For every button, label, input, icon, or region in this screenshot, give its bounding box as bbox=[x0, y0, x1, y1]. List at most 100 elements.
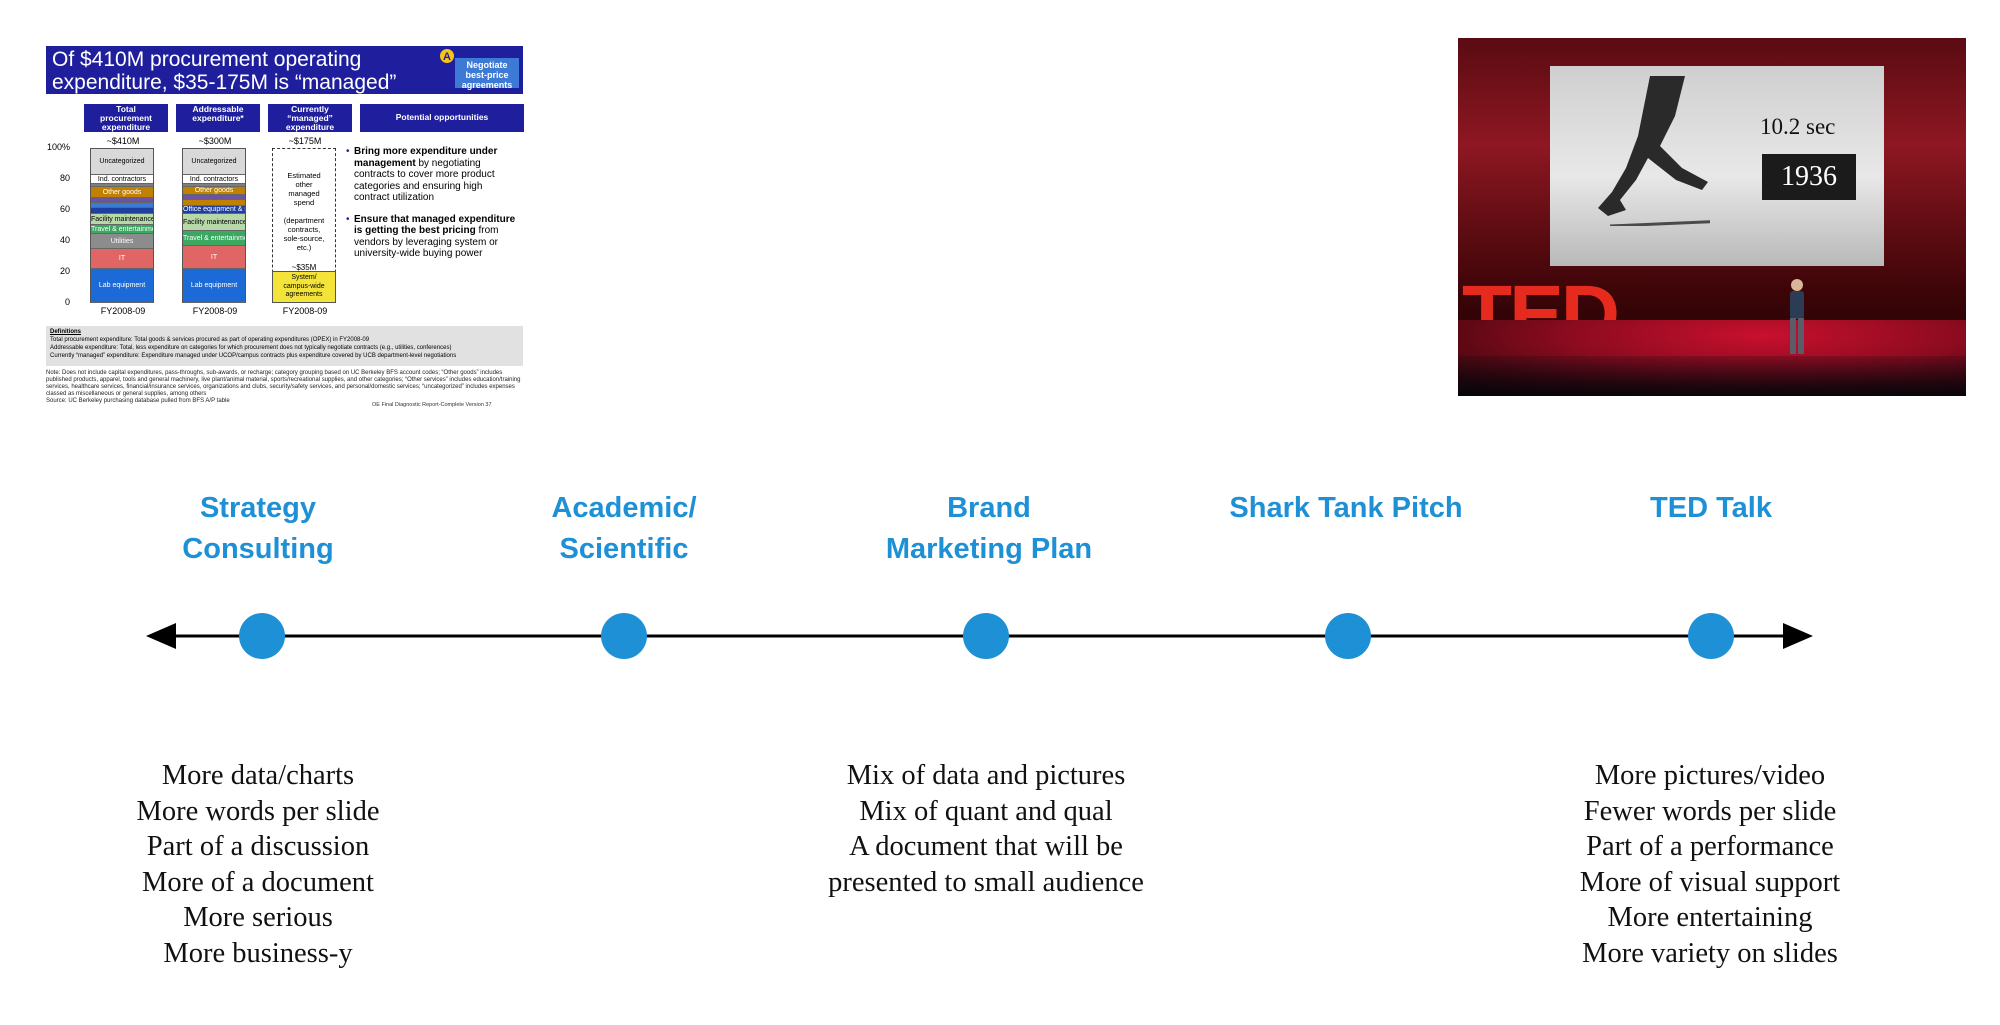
description-line: A document that will be bbox=[849, 831, 1123, 862]
description-line: Fewer words per slide bbox=[1583, 795, 1837, 827]
bar-segment: Ind. contractors bbox=[91, 175, 153, 184]
column-header-managed: Currently “managed” expenditure bbox=[268, 104, 352, 132]
timeline-dot bbox=[601, 613, 647, 659]
description-line: More variety on slides bbox=[1582, 937, 1838, 969]
y-tick: 80 bbox=[59, 173, 70, 183]
bar-segment: IT bbox=[183, 246, 245, 269]
description-line: Mix of quant and qual bbox=[859, 795, 1113, 827]
bar-segment bbox=[91, 208, 153, 214]
stacked-bar-managed: Estimated other managed spend (departmen… bbox=[272, 148, 336, 303]
screen-year-text: 1936 bbox=[1762, 154, 1856, 200]
bar-segment: Facility maintenance bbox=[91, 214, 153, 225]
badge-letter: A bbox=[439, 48, 455, 64]
category-shark-tank-pitch: Shark Tank Pitch bbox=[1229, 492, 1463, 524]
estimated-spend-label: Estimated other managed spend (departmen… bbox=[283, 171, 325, 252]
system-agreements-segment: System/ campus-wide agreements bbox=[272, 271, 336, 303]
description-line: Mix of data and pictures bbox=[846, 760, 1126, 791]
badge-text: Negotiate best-price agreements bbox=[455, 58, 519, 90]
definition-item: Addressable expenditure: Total, less exp… bbox=[50, 345, 452, 351]
description-line: More entertaining bbox=[1607, 902, 1813, 933]
bar-segment bbox=[91, 198, 153, 203]
slide-note: Note: Does not include capital expenditu… bbox=[46, 370, 523, 405]
speaker-figure bbox=[1790, 279, 1804, 354]
description-line: presented to small audience bbox=[828, 866, 1144, 898]
column-header-opportunities: Potential opportunities bbox=[360, 104, 524, 132]
column-header-addressable: Addressable expenditure* bbox=[176, 104, 260, 132]
description-right: More pictures/video Fewer words per slid… bbox=[1490, 758, 1930, 971]
description-line: More pictures/video bbox=[1594, 760, 1826, 791]
bar-segment bbox=[91, 184, 153, 187]
bar-segment: Uncategorized bbox=[91, 149, 153, 175]
bar-segment: Lab equipment bbox=[183, 269, 245, 303]
timeline-dot bbox=[1688, 613, 1734, 659]
x-label-1: FY2008-09 bbox=[100, 306, 146, 316]
opportunities-list: Bring more expenditure under management … bbox=[346, 146, 518, 270]
y-tick: 20 bbox=[59, 266, 70, 276]
bar-segment: Office equipment & supplies bbox=[183, 206, 245, 214]
description-line: Part of a discussion bbox=[146, 831, 370, 862]
category-brand-marketing-plan: Brand Marketing Plan bbox=[885, 492, 1093, 565]
sub-total-label: ~$35M bbox=[291, 263, 317, 272]
bar-segment: Travel & entertainment bbox=[183, 231, 245, 246]
bar-segment: IT bbox=[91, 249, 153, 269]
left-arrowhead bbox=[146, 623, 176, 649]
timeline-dot bbox=[963, 613, 1009, 659]
timeline-dot bbox=[1325, 613, 1371, 659]
total-label-2: ~$300M bbox=[198, 136, 232, 146]
description-left: More data/charts More words per slide Pa… bbox=[38, 758, 478, 971]
description-line: More words per slide bbox=[136, 795, 380, 827]
timeline-dot bbox=[239, 613, 285, 659]
description-line: More serious bbox=[183, 902, 333, 933]
right-arrowhead bbox=[1783, 623, 1813, 649]
bar-segment: Facility maintenance bbox=[183, 214, 245, 231]
category-academic-scientific: Academic/ Scientific bbox=[551, 492, 697, 565]
note-text: Note: Does not include capital expenditu… bbox=[46, 370, 521, 397]
category-ted-talk: TED Talk bbox=[1650, 492, 1772, 524]
slide-title: Of $410M procurement operating expenditu… bbox=[52, 48, 397, 94]
total-label-3: ~$175M bbox=[288, 136, 322, 146]
bar-segment bbox=[183, 200, 245, 206]
definition-item: Total procurement expenditure: Total goo… bbox=[50, 337, 370, 343]
slide-title-bar: Of $410M procurement operating expenditu… bbox=[46, 46, 523, 94]
definition-item: Currently “managed” expenditure: Expendi… bbox=[50, 353, 457, 359]
runner-legs-image bbox=[1598, 76, 1710, 226]
bar-segment: Travel & entertainment bbox=[91, 225, 153, 234]
category-strategy-consulting: Strategy Consulting bbox=[182, 492, 334, 565]
page-reference: OE Final Diagnostic Report-Complete Vers… bbox=[372, 402, 492, 408]
y-tick: 40 bbox=[59, 235, 70, 245]
description-line: More of a document bbox=[142, 866, 374, 898]
column-header-total: Total procurement expenditure bbox=[84, 104, 168, 132]
source-text: Source: UC Berkeley purchasing database … bbox=[46, 398, 230, 404]
bar-segment bbox=[91, 203, 153, 208]
definitions-box: Definitions Total procurement expenditur… bbox=[46, 326, 523, 366]
y-tick: 0 bbox=[64, 297, 70, 307]
y-tick: 60 bbox=[59, 204, 70, 214]
bar-segment bbox=[183, 195, 245, 200]
description-line: More business-y bbox=[163, 937, 353, 969]
slide-badge: A Negotiate best-price agreements bbox=[439, 48, 521, 90]
bar-segment: Ind. contractors bbox=[183, 175, 245, 184]
y-tick: 100% bbox=[46, 142, 70, 152]
bar-segment: Utilities bbox=[91, 234, 153, 249]
x-label-3: FY2008-09 bbox=[282, 306, 328, 316]
consulting-slide-thumbnail: Of $410M procurement operating expenditu… bbox=[42, 44, 528, 416]
opportunity-item: Ensure that managed expenditure is getti… bbox=[346, 214, 518, 260]
projection-screen: 10.2 sec 1936 bbox=[1550, 66, 1884, 266]
audience-silhouettes bbox=[1458, 356, 1966, 396]
description-middle: Mix of data and pictures Mix of quant an… bbox=[766, 758, 1206, 900]
total-label-1: ~$410M bbox=[106, 136, 140, 146]
bar-segment: Other goods bbox=[183, 187, 245, 195]
screen-time-text: 10.2 sec bbox=[1760, 114, 1836, 139]
bar-segment: Lab equipment bbox=[91, 269, 153, 303]
bar-segment: Uncategorized bbox=[183, 149, 245, 175]
x-label-2: FY2008-09 bbox=[192, 306, 238, 316]
description-line: More data/charts bbox=[161, 760, 355, 791]
ted-talk-photo: 10.2 sec 1936 TED bbox=[1458, 38, 1966, 396]
opportunity-item: Bring more expenditure under management … bbox=[346, 146, 518, 204]
definitions-title: Definitions bbox=[50, 329, 81, 335]
bar-segment: Other goods bbox=[91, 187, 153, 198]
